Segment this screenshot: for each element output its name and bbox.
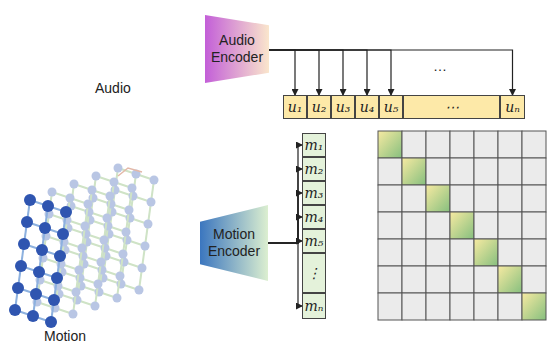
embedding-cell: u₃: [331, 95, 355, 119]
embedding-arrow: [269, 50, 319, 95]
embedding-cell: ⋮: [302, 253, 326, 293]
embedding-label: u₃: [336, 99, 351, 115]
embedding-label: u₁: [288, 99, 303, 115]
audio-waveform: [16, 17, 179, 78]
encoder-label: Motion Encoder: [200, 226, 268, 260]
embedding-label: ⋯: [445, 99, 459, 115]
embedding-cell: u₂: [307, 95, 331, 119]
encoder-block: Audio Encoder: [205, 15, 269, 83]
modality-label: Audio: [95, 80, 131, 96]
embedding-arrow: [269, 50, 367, 95]
embedding-arrow: [269, 50, 295, 95]
embedding-cell: uₙ: [500, 95, 525, 119]
embedding-arrow: [268, 193, 302, 243]
modality-label: Motion: [44, 328, 86, 344]
similarity-matrix: [378, 131, 546, 320]
embedding-label: u₅: [384, 99, 399, 115]
embedding-arrow: [269, 50, 391, 95]
embedding-cell: u₅: [379, 95, 403, 119]
ellipsis-label: …: [433, 58, 447, 74]
embedding-cell: m₅: [302, 229, 326, 253]
embedding-arrow: [268, 169, 302, 243]
motion-skeleton: [9, 164, 159, 329]
embedding-arrow: [268, 243, 302, 306]
embedding-label: u₂: [312, 99, 327, 115]
embedding-cell: u₄: [355, 95, 379, 119]
embedding-arrow: [268, 217, 302, 243]
embedding-arrow: [268, 145, 302, 243]
encoder-label: Audio Encoder: [205, 32, 269, 66]
embedding-cell: m₁: [302, 133, 326, 157]
embedding-arrow: [269, 50, 513, 95]
embedding-label: m₃: [305, 185, 324, 201]
embedding-cell: u₁: [283, 95, 307, 119]
embedding-label: ⋮: [307, 265, 321, 281]
embedding-label: mₙ: [305, 298, 324, 314]
embedding-label: m₁: [305, 137, 324, 153]
encoder-block: Motion Encoder: [200, 205, 268, 281]
embedding-cell: mₙ: [302, 293, 326, 319]
embedding-label: m₂: [305, 161, 324, 177]
embedding-cell: m₃: [302, 181, 326, 205]
embedding-arrow: [269, 50, 343, 95]
embedding-cell: m₄: [302, 205, 326, 229]
embedding-cell: ⋯: [403, 95, 500, 119]
embedding-cell: m₂: [302, 157, 326, 181]
embedding-label: m₅: [305, 233, 324, 249]
embedding-label: uₙ: [505, 99, 520, 115]
embedding-label: m₄: [305, 209, 324, 225]
embedding-label: u₄: [360, 99, 375, 115]
